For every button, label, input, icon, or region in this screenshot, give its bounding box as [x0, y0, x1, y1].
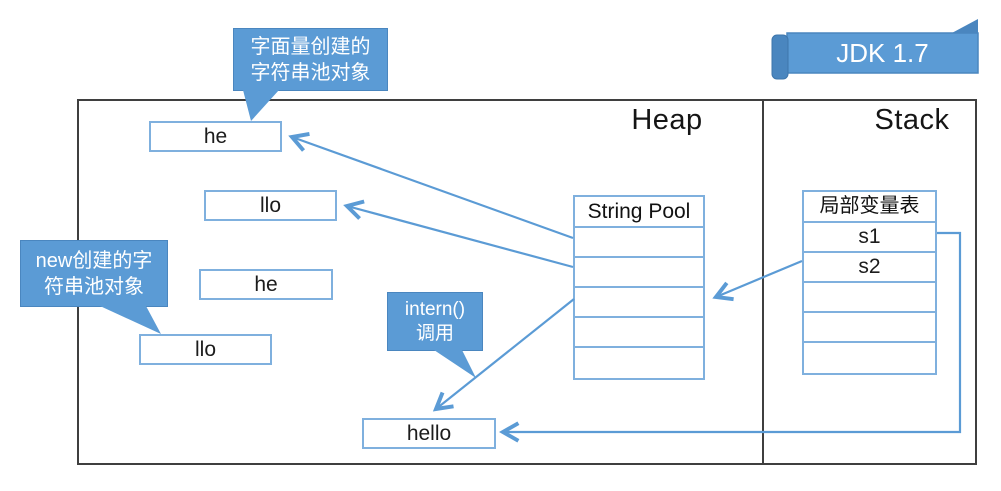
- string-object-llo-literal: llo: [204, 190, 337, 221]
- string-object-llo-new: llo: [139, 334, 272, 365]
- string-object-he-new: he: [199, 269, 333, 300]
- string-pool-table: String Pool: [573, 195, 705, 380]
- callout-literal-created: 字面量创建的 字符串池对象: [233, 28, 388, 91]
- string-pool-header: String Pool: [575, 197, 703, 228]
- local-variable-s1: s1: [804, 223, 935, 253]
- string-pool-slot: [575, 228, 703, 258]
- string-pool-slot: [575, 258, 703, 288]
- string-pool-slot: [575, 348, 703, 378]
- string-pool-slot: [575, 318, 703, 348]
- callout-new-line1: new创建的字: [35, 249, 153, 272]
- jdk-version-label: JDK 1.7: [836, 38, 929, 68]
- string-object-he-literal: he: [149, 121, 282, 152]
- local-variable-table: 局部变量表 s1 s2: [802, 190, 937, 375]
- callout-literal-line1: 字面量创建的: [250, 35, 371, 58]
- callout-new-line2: 符串池对象: [44, 275, 144, 298]
- callout-literal-line2: 字符串池对象: [250, 61, 371, 84]
- local-variable-table-header: 局部变量表: [804, 192, 935, 223]
- string-pool-slot: [575, 288, 703, 318]
- heap-region-label: Heap: [631, 104, 703, 136]
- local-variable-slot: [804, 313, 935, 343]
- local-variable-slot: [804, 283, 935, 313]
- callout-new-created: new创建的字 符串池对象: [20, 240, 168, 307]
- stack-region-label: Stack: [874, 104, 950, 136]
- local-variable-slot: [804, 343, 935, 373]
- callout-intern-line2: 调用: [415, 322, 454, 344]
- callout-intern-line1: intern(): [404, 298, 466, 320]
- heap-stack-divider: [762, 99, 764, 465]
- local-variable-s2: s2: [804, 253, 935, 283]
- string-object-hello: hello: [362, 418, 496, 449]
- callout-intern-call: intern() 调用: [387, 292, 483, 351]
